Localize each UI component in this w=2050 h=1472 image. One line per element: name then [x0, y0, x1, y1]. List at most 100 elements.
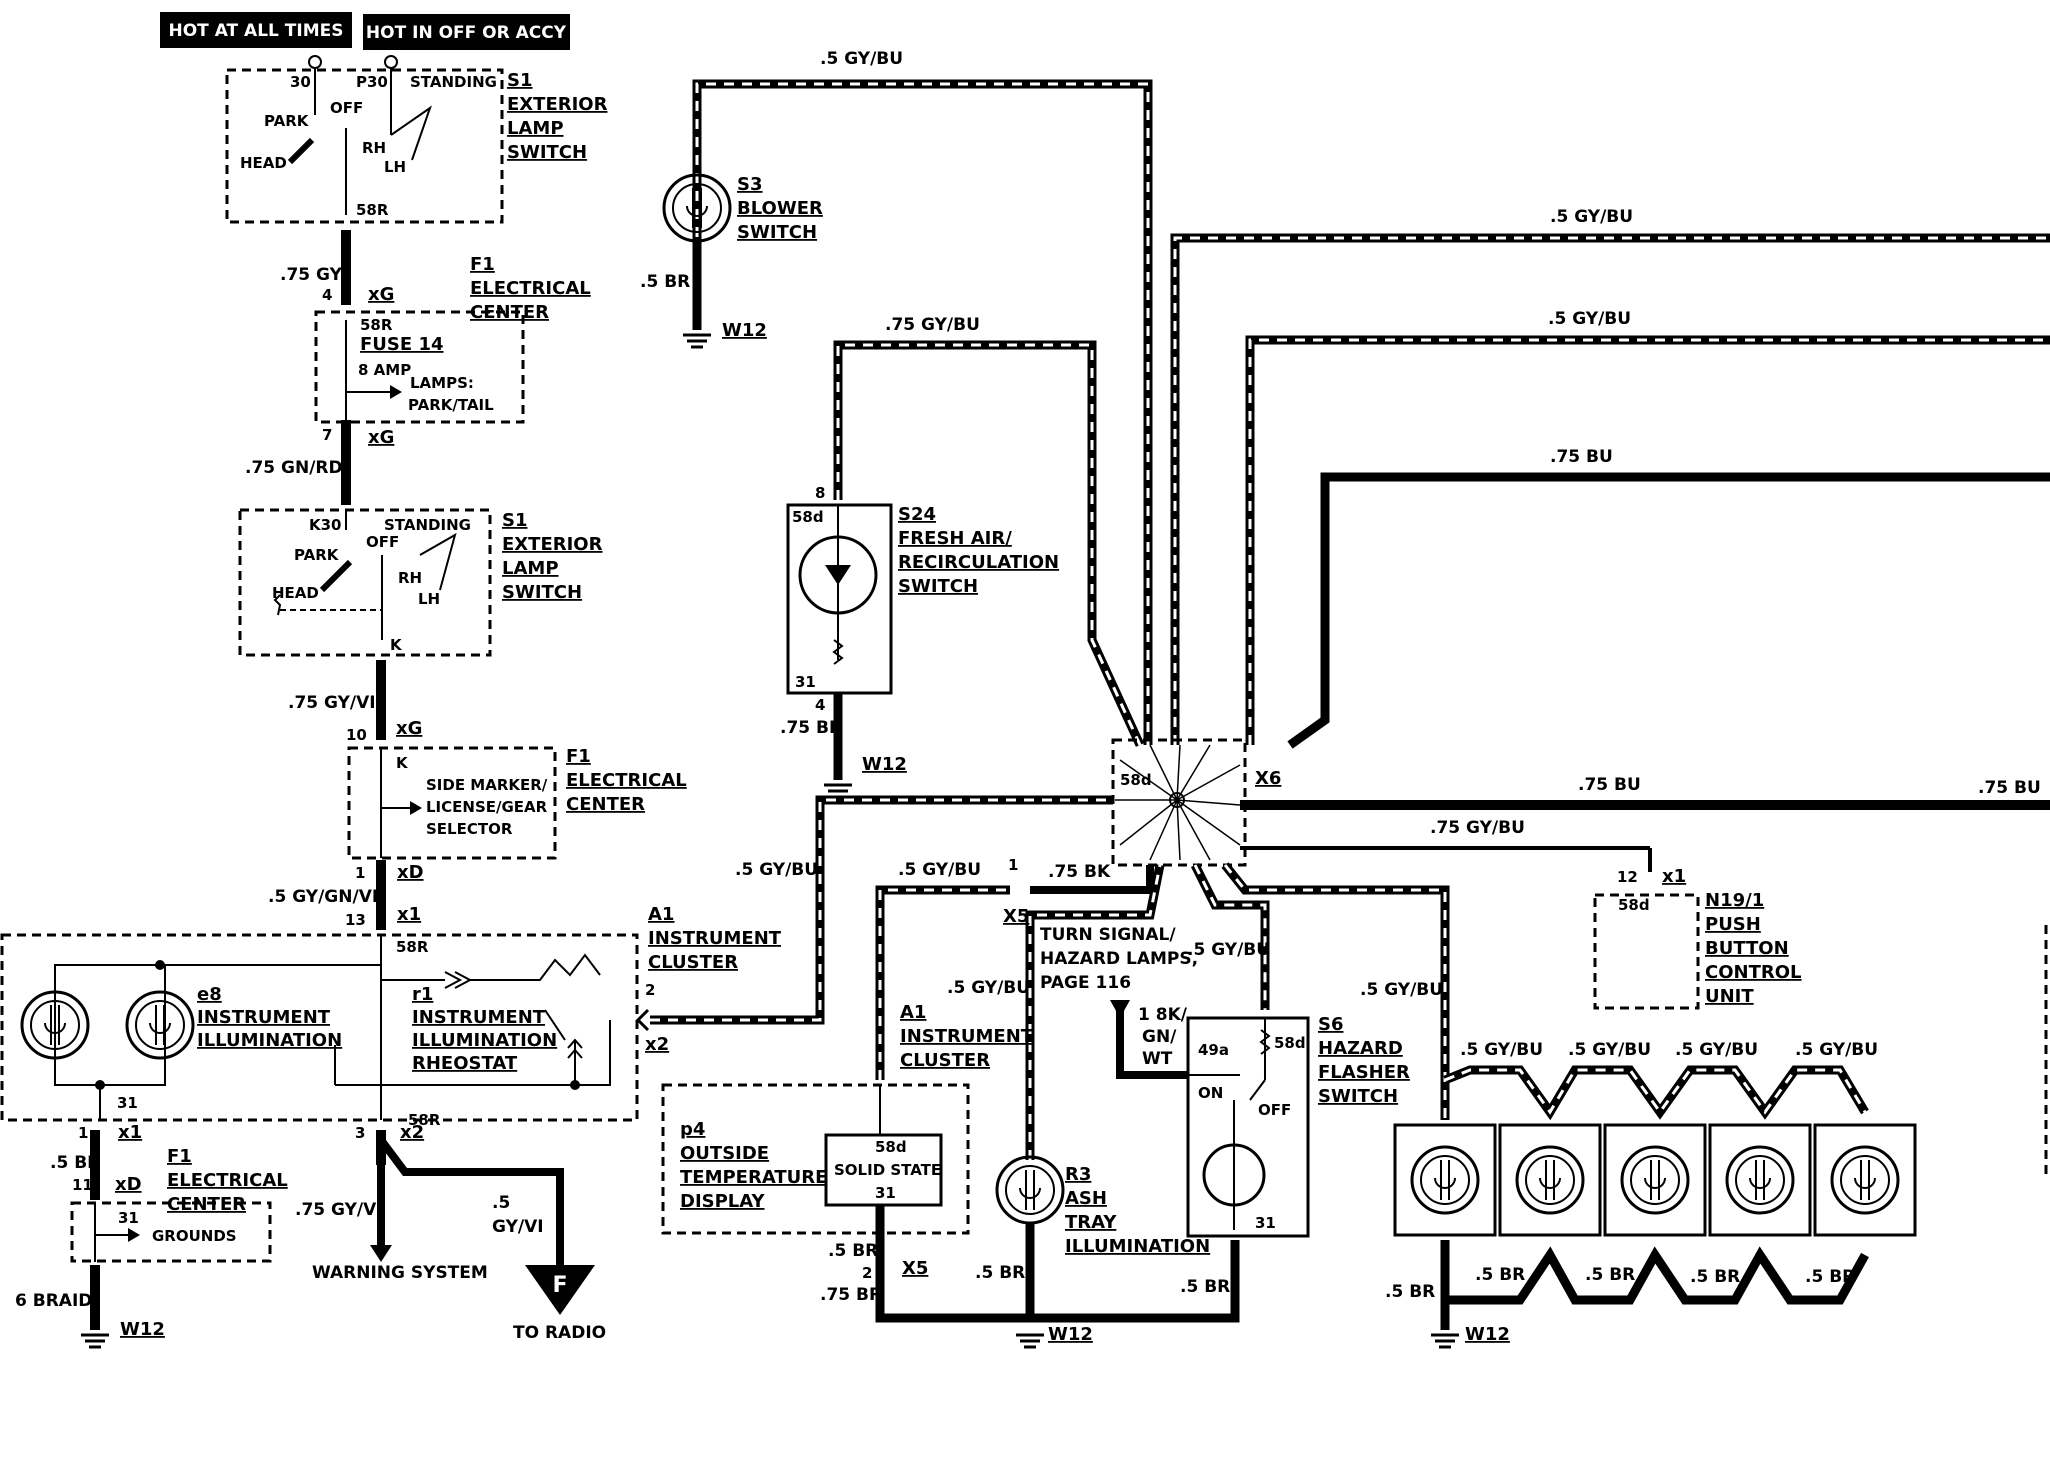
s3-blower-switch: S3 BLOWER SWITCH .5 BR W12: [640, 79, 1153, 745]
svg-text:P30: P30: [356, 73, 388, 91]
svg-text:58d: 58d: [875, 1138, 907, 1156]
header-hot-always: HOT AT ALL TIMES: [160, 12, 352, 48]
svg-text:.75 BK: .75 BK: [1048, 862, 1111, 882]
svg-text:p4: p4: [680, 1119, 705, 1140]
svg-text:CENTER: CENTER: [566, 794, 645, 815]
f1-top-line2: CENTER: [470, 302, 549, 323]
pin-13: 13: [345, 911, 366, 929]
svg-text:S3: S3: [737, 174, 763, 195]
conn-x2-a1: x2: [645, 1034, 669, 1055]
svg-text:W12: W12: [1048, 1324, 1093, 1345]
svg-text:HAZARD: HAZARD: [1318, 1038, 1403, 1059]
svg-text:30: 30: [290, 73, 311, 91]
wire-r2: .5 GY/BU: [1548, 309, 1631, 329]
conn-x1-top: x1: [397, 904, 421, 925]
wire-r1: .5 GY/BU: [1550, 207, 1633, 227]
f1-bottom-line1: ELECTRICAL: [167, 1170, 288, 1191]
svg-text:SWITCH: SWITCH: [507, 142, 587, 163]
svg-text:.5 GY/BU: .5 GY/BU: [1568, 1040, 1651, 1060]
svg-text:.5 BR: .5 BR: [1805, 1267, 1855, 1287]
ground-left: [79, 1333, 111, 1349]
ground-left-label: W12: [120, 1319, 165, 1340]
svg-text:S6: S6: [1318, 1014, 1344, 1035]
svg-text:W12: W12: [1465, 1324, 1510, 1345]
svg-text:.5 BR: .5 BR: [1475, 1265, 1525, 1285]
wire-075-gnrd: .75 GN/RD: [245, 458, 343, 478]
conn-x2-bottom: x2: [400, 1122, 424, 1143]
svg-text:12: 12: [1617, 868, 1638, 886]
svg-text:.5 BR: .5 BR: [1585, 1265, 1635, 1285]
svg-text:WARNING SYSTEM: WARNING SYSTEM: [312, 1263, 488, 1283]
svg-text:X5: X5: [1003, 906, 1029, 927]
illumination-lamp-row: W12 .5 GY/BU .5 GY/BU .5 GY/BU .5 GY/BU …: [1221, 862, 1917, 1349]
svg-text:S1: S1: [502, 510, 528, 531]
svg-text:RH: RH: [362, 139, 386, 157]
svg-text:TRAY: TRAY: [1065, 1212, 1117, 1233]
svg-text:DISPLAY: DISPLAY: [680, 1191, 765, 1212]
svg-text:SELECTOR: SELECTOR: [426, 820, 513, 838]
svg-text:OFF: OFF: [330, 99, 363, 117]
svg-text:PARK/TAIL: PARK/TAIL: [408, 396, 494, 414]
svg-text:SWITCH: SWITCH: [898, 576, 978, 597]
right-harness-wires: [1170, 233, 2050, 872]
svg-text:TURN SIGNAL/: TURN SIGNAL/: [1040, 925, 1176, 945]
svg-text:58R: 58R: [356, 201, 389, 219]
p4-outside-temp-display: 58d SOLID STATE 31 p4 OUTSIDE TEMPERATUR…: [661, 1083, 970, 1310]
svg-text:W12: W12: [862, 754, 907, 775]
svg-text:58R: 58R: [360, 316, 393, 334]
wire-r3: .75 BU: [1550, 447, 1613, 467]
wire-05-br-left: .5 BR: [50, 1153, 100, 1173]
svg-text:ILLUMINATION: ILLUMINATION: [412, 1030, 557, 1051]
wire-top-gybu: .5 GY/BU: [820, 49, 903, 69]
n19-push-button-control-unit: 58d 12 x1 N19/1 PUSH BUTTON CONTROL UNIT: [1593, 866, 1802, 1010]
svg-text:SWITCH: SWITCH: [502, 582, 582, 603]
x5-and-turn-signal: .5 GY/BU 1 .75 BK X5 TURN SIGNAL/ HAZARD…: [875, 856, 1198, 1160]
svg-text:ASH: ASH: [1065, 1188, 1107, 1209]
svg-text:2: 2: [862, 1264, 872, 1282]
svg-text:HEAD: HEAD: [240, 154, 287, 172]
svg-text:58d: 58d: [792, 508, 824, 526]
svg-text:F: F: [552, 1273, 567, 1298]
svg-text:FRESH AIR/: FRESH AIR/: [898, 528, 1012, 549]
pin-3: 3: [355, 1124, 365, 1142]
svg-text:.75 BR: .75 BR: [780, 718, 842, 738]
pin-4: 4: [322, 286, 332, 304]
svg-text:K30: K30: [309, 516, 342, 534]
left-trunk-wire: [90, 230, 386, 1330]
svg-text:HOT AT ALL TIMES: HOT AT ALL TIMES: [169, 21, 344, 41]
svg-text:N19/1: N19/1: [1705, 890, 1764, 911]
svg-text:SWITCH: SWITCH: [1318, 1086, 1398, 1107]
wire-s24: .75 GY/BU: [885, 315, 980, 335]
svg-text:e8: e8: [197, 984, 222, 1005]
svg-text:49a: 49a: [1198, 1041, 1229, 1059]
a1-left-ref: A1: [648, 904, 674, 925]
wire-a1: .5 GY/BU: [735, 860, 818, 880]
svg-text:.75 BR: .75 BR: [820, 1285, 882, 1305]
f1-electrical-center-mid: K SIDE MARKER/ LICENSE/GEAR SELECTOR F1 …: [347, 746, 687, 860]
wire-6-braid: 6 BRAID: [15, 1291, 92, 1311]
svg-text:RECIRCULATION: RECIRCULATION: [898, 552, 1059, 573]
pin-1-x1: 1: [78, 1124, 88, 1142]
svg-text:R3: R3: [1065, 1164, 1091, 1185]
svg-text:SWITCH: SWITCH: [737, 222, 817, 243]
svg-text:INSTRUMENT: INSTRUMENT: [412, 1007, 546, 1028]
svg-text:RH: RH: [398, 569, 422, 587]
conn-xg-top: xG: [368, 284, 394, 305]
svg-text:.5 BR: .5 BR: [1690, 1267, 1740, 1287]
fuse-14-box: 58R FUSE 14 8 AMP LAMPS: PARK/TAIL: [314, 310, 525, 424]
pin-58r-bottom: 58R: [408, 1111, 441, 1129]
svg-text:.5: .5: [492, 1193, 510, 1213]
svg-text:31: 31: [118, 1209, 139, 1227]
svg-text:F1: F1: [566, 746, 591, 767]
svg-text:WT: WT: [1142, 1049, 1173, 1069]
wire-r4b: .75 BU: [1978, 778, 2041, 798]
svg-text:STANDING: STANDING: [384, 516, 471, 534]
pin-10: 10: [346, 726, 367, 744]
svg-text:31: 31: [117, 1094, 138, 1112]
pin-7: 7: [322, 426, 332, 444]
svg-text:BLOWER: BLOWER: [737, 198, 823, 219]
header-hot-off-accy: HOT IN OFF OR ACCY: [363, 14, 570, 50]
svg-text:OFF: OFF: [1258, 1101, 1291, 1119]
svg-text:.5 GY/BU: .5 GY/BU: [898, 860, 981, 880]
pin-1-xd: 1: [355, 864, 365, 882]
